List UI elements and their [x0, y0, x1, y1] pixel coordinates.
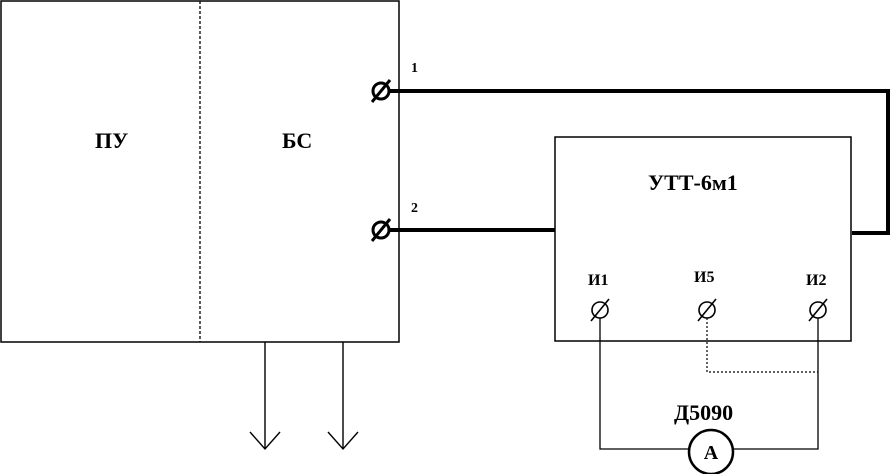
terminal-i2-slash [808, 298, 828, 322]
output-arrow-left [249, 342, 281, 451]
jumper-i5-i2 [706, 318, 818, 373]
utt-frame [554, 136, 852, 342]
i1-label: И1 [588, 272, 608, 289]
utt-device: УТТ-6м1 И1 И5 И2 [554, 136, 852, 342]
meter-name: Д5090 [674, 400, 733, 425]
terminal-2-slash [370, 218, 392, 242]
utt-label: УТТ-6м1 [648, 170, 738, 195]
i2-label: И2 [806, 272, 826, 289]
ammeter-symbol: А [704, 442, 719, 464]
wire-terminal-1 [390, 89, 890, 235]
terminal-1-slash [370, 79, 392, 103]
terminal-1-label: 1 [411, 61, 418, 76]
pu-label: ПУ [95, 128, 128, 153]
output-arrow-right [327, 342, 359, 451]
terminal-i5 [697, 298, 717, 322]
terminal-1: 1 [370, 61, 418, 103]
ammeter: А [687, 428, 735, 474]
i5-label: И5 [694, 269, 714, 286]
terminal-i2 [808, 298, 828, 322]
control-unit: ПУ БС [0, 0, 400, 343]
wire-meter-return [734, 318, 819, 450]
terminal-2-circle [371, 220, 391, 240]
bs-label: БС [282, 128, 312, 153]
terminal-2: 2 [370, 201, 418, 242]
terminal-i1-slash [590, 298, 610, 322]
terminal-i5-slash [697, 298, 717, 322]
terminal-i1 [590, 298, 610, 322]
terminal-1-circle [371, 81, 391, 101]
ammeter-circle [687, 428, 735, 474]
wire-meter-loop [599, 318, 688, 450]
terminal-2-label: 2 [411, 201, 418, 216]
